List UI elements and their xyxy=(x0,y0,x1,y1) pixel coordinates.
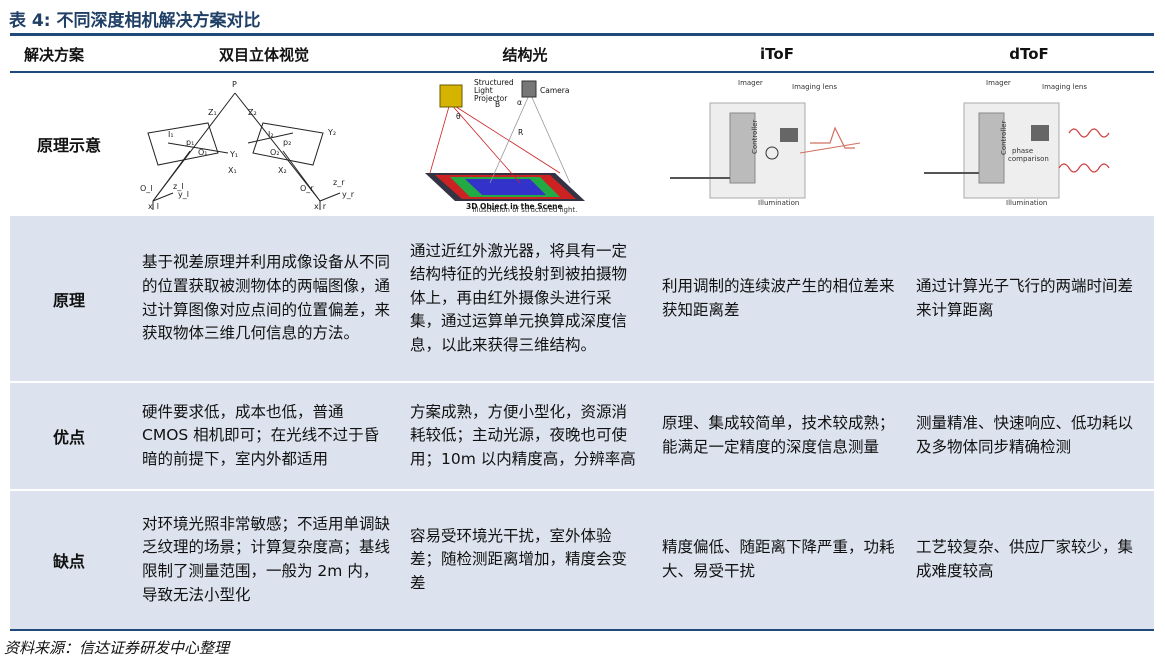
stereo-label-p: P xyxy=(232,80,237,89)
itof-label-lens: Imaging lens xyxy=(792,83,837,91)
pros-itof: 原理、集成较简单，技术较成熟；能满足一定精度的深度信息测量 xyxy=(650,381,904,490)
principle-dtof: 通过计算光子飞行的两端时间差来计算距离 xyxy=(904,214,1154,382)
dtof-label-imager: Imager xyxy=(986,79,1011,87)
cons-row: 缺点 对环境光照非常敏感；不适用单调缺乏纹理的场景；计算复杂度高；基线限制了测量… xyxy=(10,489,1154,631)
cons-stereo: 对环境光照非常敏感；不适用单调缺乏纹理的场景；计算复杂度高；基线限制了测量范围，… xyxy=(128,489,400,631)
svg-text:comparison: comparison xyxy=(1008,155,1049,163)
stereo-label-p1: p₁ xyxy=(186,138,194,147)
stereo-vision-diagram: P I₁ I₂ X₁ Y₁ Z₁ O₁ X₂ Y₂ Z₂ O₂ p₁ p₂ O_… xyxy=(140,80,355,221)
sl-label-projector: Structured xyxy=(474,78,514,87)
sl-label-object: 3D Object in the Scene xyxy=(466,202,563,210)
sl-label-b: B xyxy=(495,100,500,109)
diagram-row: 原理示意 P I₁ xyxy=(10,72,1154,221)
pros-structured: 方案成熟，方便小型化，资源消耗较低；主动光源，夜晚也可使用；10m 以内精度高，… xyxy=(400,381,650,490)
stereo-label-yr: y_r xyxy=(342,190,355,199)
stereo-label-o2: O₂ xyxy=(270,148,280,157)
structured-light-caption: Illustration of structured light. xyxy=(472,206,578,214)
stereo-label-ol: O_l xyxy=(140,184,153,193)
top-rule xyxy=(10,33,1154,36)
pros-row-label: 优点 xyxy=(10,381,128,490)
principle-structured: 通过近红外激光器，将具有一定结构特征的光线投射到被拍摄物体上，再由红外摄像头进行… xyxy=(400,214,650,382)
header-solution: 解决方案 xyxy=(10,37,128,73)
svg-text:Light: Light xyxy=(474,86,493,95)
table-title: 表 4: 不同深度相机解决方案对比 xyxy=(9,11,261,31)
header-dtof: dToF xyxy=(904,37,1154,73)
stereo-label-i2: I₂ xyxy=(268,130,274,139)
header-row: 解决方案 双目立体视觉 结构光 iToF dToF xyxy=(10,37,1154,73)
structured-light-diagram: Structured Light Projector Camera B α θ … xyxy=(425,78,585,211)
itof-diagram: Imager Imaging lens Controller Illuminat… xyxy=(670,79,861,207)
stereo-label-x1: X₁ xyxy=(228,166,237,175)
dtof-label-phase: phase xyxy=(1012,147,1033,155)
dtof-label-illumination: Illumination xyxy=(1006,199,1047,207)
stereo-diagram-cell: P I₁ I₂ X₁ Y₁ Z₁ O₁ X₂ Y₂ Z₂ O₂ p₁ p₂ O_… xyxy=(128,72,400,221)
itof-label-controller: Controller xyxy=(751,119,759,154)
stereo-label-xl: x_l xyxy=(148,202,159,210)
svg-text:Projector: Projector xyxy=(474,94,508,103)
dtof-label-controller: Controller xyxy=(1000,120,1008,155)
sl-label-camera: Camera xyxy=(540,86,569,95)
pros-dtof: 测量精准、快速响应、低功耗以及多物体同步精确检测 xyxy=(904,381,1154,490)
stereo-label-x2: X₂ xyxy=(278,166,287,175)
header-itof: iToF xyxy=(650,37,904,73)
sl-label-theta: θ xyxy=(456,112,461,121)
stereo-label-zr: z_r xyxy=(333,178,345,187)
cons-structured: 容易受环境光干扰，室外体验差；随检测距离增加，精度会变差 xyxy=(400,489,650,631)
camera-shape xyxy=(521,80,537,98)
pros-row: 优点 硬件要求低，成本也低，普通 CMOS 相机即可；在光线不过于昏暗的前提下，… xyxy=(10,381,1154,490)
stereo-label-yl: y_l xyxy=(178,190,189,199)
dtof-diagram: Imager Imaging lens Controller phase com… xyxy=(924,79,1110,207)
header-stereo: 双目立体视觉 xyxy=(128,37,400,73)
stereo-label-y1: Y₁ xyxy=(229,150,238,159)
diagram-row-label: 原理示意 xyxy=(10,72,128,216)
projector-shape xyxy=(439,84,463,108)
stereo-label-o1: O₁ xyxy=(198,148,208,157)
structured-light-diagram-cell: Structured Light Projector Camera B α θ … xyxy=(400,72,650,216)
sl-label-r: R xyxy=(518,128,523,137)
dtof-label-lens: Imaging lens xyxy=(1042,83,1087,91)
cons-itof: 精度偏低、随距离下降严重，功耗大、易受干扰 xyxy=(650,489,904,631)
sl-label-alpha: α xyxy=(517,98,522,107)
cons-row-label: 缺点 xyxy=(10,489,128,631)
stereo-label-xr: x_r xyxy=(314,202,327,210)
principle-stereo: 基于视差原理并利用成像设备从不同的位置获取被测物体的两幅图像，通过计算图像对应点… xyxy=(128,214,400,382)
stereo-label-z1: Z₁ xyxy=(208,108,217,117)
dtof-diagram-cell: Imager Imaging lens Controller phase com… xyxy=(904,72,1154,216)
itof-label-imager: Imager xyxy=(738,79,763,87)
stereo-label-or: O_r xyxy=(300,184,314,193)
stereo-label-zl: z_l xyxy=(173,182,183,191)
pros-stereo: 硬件要求低，成本也低，普通 CMOS 相机即可；在光线不过于昏暗的前提下，室内外… xyxy=(128,381,400,490)
principle-row: 原理 基于视差原理并利用成像设备从不同的位置获取被测物体的两幅图像，通过计算图像… xyxy=(10,214,1154,382)
source-note: 资料来源：信达证券研发中心整理 xyxy=(4,639,230,657)
stereo-label-p2: p₂ xyxy=(283,138,291,147)
cons-dtof: 工艺较复杂、供应厂家较少，集成难度较高 xyxy=(904,489,1154,631)
principle-row-label: 原理 xyxy=(10,214,128,382)
comparison-table: 解决方案 双目立体视觉 结构光 iToF dToF 原理示意 xyxy=(10,37,1154,631)
stereo-label-z2: Z₂ xyxy=(248,108,257,117)
stereo-label-i1: I₁ xyxy=(168,130,174,139)
header-structured-light: 结构光 xyxy=(400,37,650,73)
itof-label-illumination: Illumination xyxy=(758,199,799,207)
stereo-label-y2: Y₂ xyxy=(327,128,336,137)
itof-diagram-cell: Imager Imaging lens Controller Illuminat… xyxy=(650,72,904,216)
principle-itof: 利用调制的连续波产生的相位差来获知距离差 xyxy=(650,214,904,382)
